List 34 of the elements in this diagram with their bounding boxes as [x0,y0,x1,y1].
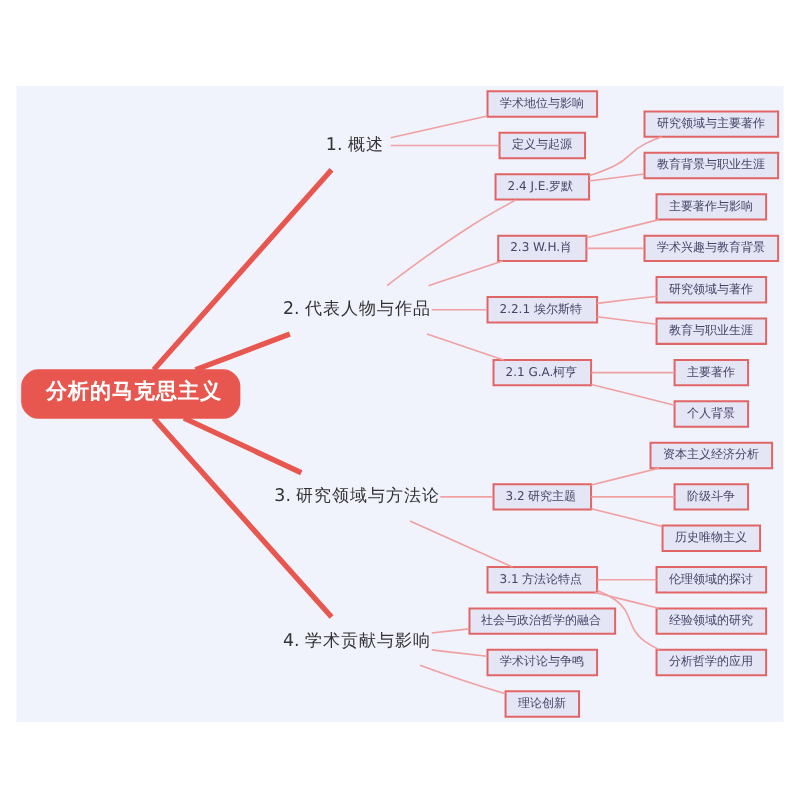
node-box: 分析的马克思主义 [21,368,241,418]
connector [585,217,660,238]
connector [430,627,470,633]
node-text: 4. 学术贡献与影响 [283,630,432,651]
connector [596,577,658,580]
connector [590,370,676,373]
connector [430,648,488,657]
connector [151,167,334,371]
connector [386,198,517,286]
connector [389,114,489,138]
connector [194,330,291,372]
connector [419,663,506,694]
connector [409,519,514,567]
connector [588,172,645,181]
connector [430,308,488,310]
connector [151,415,334,618]
connector [594,590,660,609]
connector [596,294,658,304]
node-text: 3. 研究领域与方法论 [274,486,441,507]
connector [590,466,660,485]
connector [585,246,645,249]
connector [389,143,501,146]
connector [182,414,303,475]
connector [596,588,661,650]
connector [439,495,494,497]
connector [590,506,664,527]
connector [590,382,676,405]
node-text: 2. 代表人物与作品 [283,299,432,320]
connector [427,259,504,286]
connector [588,135,663,176]
connector [596,314,658,325]
connector [426,332,505,360]
node-text: 1. 概述 [325,135,384,155]
connector [590,495,676,497]
